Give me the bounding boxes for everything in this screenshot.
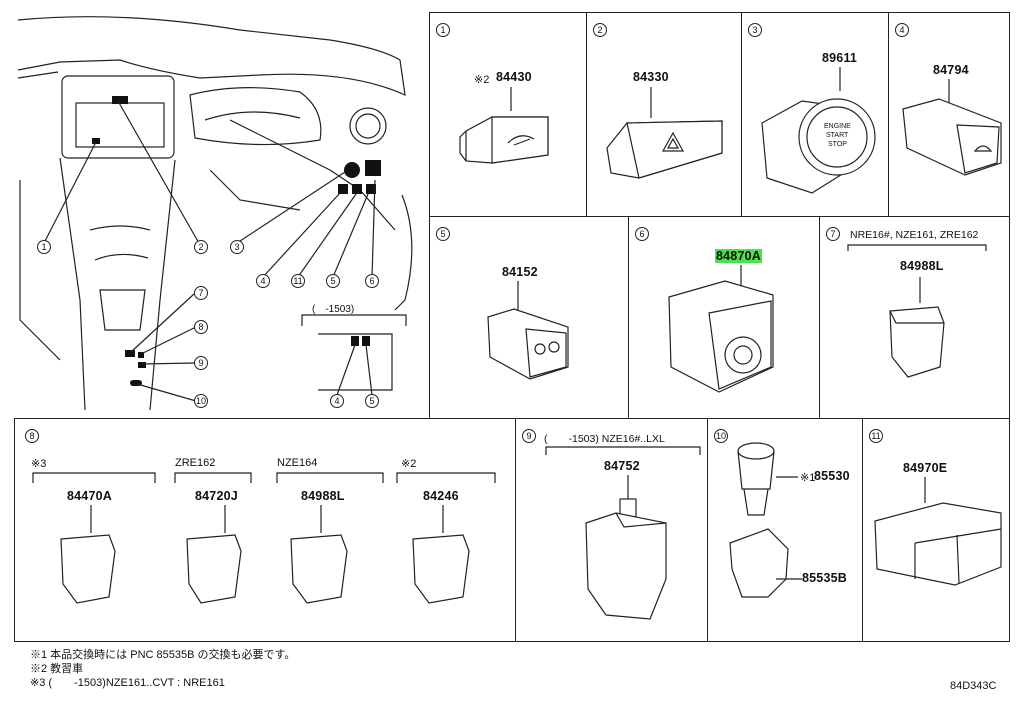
cell-number: 7 (826, 227, 840, 241)
callout-8[interactable]: 8 (194, 320, 208, 334)
cell-number: 6 (635, 227, 649, 241)
applicability: NRE16#, NZE161, ZRE162 (850, 229, 979, 241)
engine-label: ENGINE (824, 123, 851, 130)
cell-11: 11 84970E (862, 418, 1010, 642)
mirror-fold-switch-drawing (487, 281, 569, 380)
start-stop-switch-drawing (761, 67, 876, 194)
footnote-1: ※1 本品交換時には PNC 85535B の交換も必要です。 (30, 649, 296, 661)
part-number[interactable]: 84970E (903, 461, 948, 475)
part-number-3[interactable]: 84988L (301, 489, 345, 503)
cell-number: 5 (436, 227, 450, 241)
cell-6: 6 84870A (628, 216, 820, 419)
part-number[interactable]: 84430 (496, 70, 532, 84)
inset-callout-5[interactable]: 5 (365, 394, 379, 408)
cell-number: 10 (714, 429, 728, 443)
part-number[interactable]: 84794 (933, 63, 969, 77)
diagram-code: 84D343C (950, 680, 997, 692)
callout-9[interactable]: 9 (194, 356, 208, 370)
socket-drawing (729, 442, 802, 598)
defogger-switch-drawing (902, 79, 1002, 176)
part-number[interactable]: 84752 (604, 459, 640, 473)
dashboard-illustration (17, 16, 413, 411)
mirror-control-switch-drawing (668, 265, 774, 393)
switch-84988L-drawing (847, 244, 987, 378)
callout-1[interactable]: 1 (37, 240, 51, 254)
cell-5: 5 84152 (429, 216, 629, 419)
cell-7: 7 NRE16#, NZE161, ZRE162 84988L (819, 216, 1010, 419)
callout-11[interactable]: 11 (291, 274, 305, 288)
cell-9: 9 ( -1503) NZE16#..LXL 84752 (515, 418, 708, 642)
inset-callout-4[interactable]: 4 (330, 394, 344, 408)
callout-3[interactable]: 3 (230, 240, 244, 254)
callout-5[interactable]: 5 (326, 274, 340, 288)
cell-3: 3 89611 ENGINE START STOP (741, 12, 889, 217)
callout-7[interactable]: 7 (194, 286, 208, 300)
part-number[interactable]: 89611 (822, 51, 858, 65)
switch-84970E-drawing (874, 477, 1002, 586)
footnote-2: ※2 教習車 (30, 663, 84, 675)
hazard-switch-drawing (606, 87, 723, 179)
part-number-a[interactable]: 85530 (814, 469, 850, 483)
callout-4[interactable]: 4 (256, 274, 270, 288)
part-number-1[interactable]: 84470A (67, 489, 112, 503)
part-number-highlighted[interactable]: 84870A (715, 249, 762, 263)
start-label: START (826, 132, 849, 139)
callout-2[interactable]: 2 (194, 240, 208, 254)
part-number-2[interactable]: 84720J (195, 489, 238, 503)
callout-10[interactable]: 10 (194, 394, 208, 408)
variant-switches-drawing (32, 472, 496, 604)
applicability: ( -1503) NZE16#..LXL (544, 433, 665, 445)
cell-4: 4 84794 (888, 12, 1010, 217)
condition-3: NZE164 (277, 457, 318, 469)
inset-label: ( -1503) (312, 304, 355, 315)
part-number[interactable]: 84988L (900, 259, 944, 273)
condition-2: ZRE162 (175, 457, 216, 469)
cell-number: 1 (436, 23, 450, 37)
cell-10: 10 ※1 85530 85535B (707, 418, 863, 642)
callout-6[interactable]: 6 (365, 274, 379, 288)
cell-number: 3 (748, 23, 762, 37)
part-number-b[interactable]: 85535B (802, 571, 847, 585)
stop-label: STOP (828, 141, 847, 148)
note-mark: ※2 (474, 74, 490, 86)
cell-number: 9 (522, 429, 536, 443)
cell-number: 11 (869, 429, 883, 443)
cell-2: 2 84330 (586, 12, 742, 217)
condition-4: ※2 (401, 458, 417, 470)
part-number[interactable]: 84330 (633, 70, 669, 84)
horn-switch-drawing (459, 87, 549, 164)
note-mark: ※1 (800, 472, 816, 484)
cell-number: 2 (593, 23, 607, 37)
cell-1: 1 ※2 84430 (429, 12, 587, 217)
cell-number: 4 (895, 23, 909, 37)
footnote-3: ※3 ( -1503)NZE161..CVT : NRE161 (30, 677, 225, 689)
part-number[interactable]: 84152 (502, 265, 538, 279)
condition-1: ※3 (31, 458, 47, 470)
part-number-4[interactable]: 84246 (423, 489, 459, 503)
cell-number: 8 (25, 429, 39, 443)
cell-8: 8 ※3 84470A ZRE162 84720J NZE164 84988L … (14, 418, 516, 642)
switch-84752-drawing (545, 446, 701, 620)
overview-panel: 1 2 3 4 11 5 6 7 8 9 10 ( -1503) 4 5 (0, 0, 428, 418)
